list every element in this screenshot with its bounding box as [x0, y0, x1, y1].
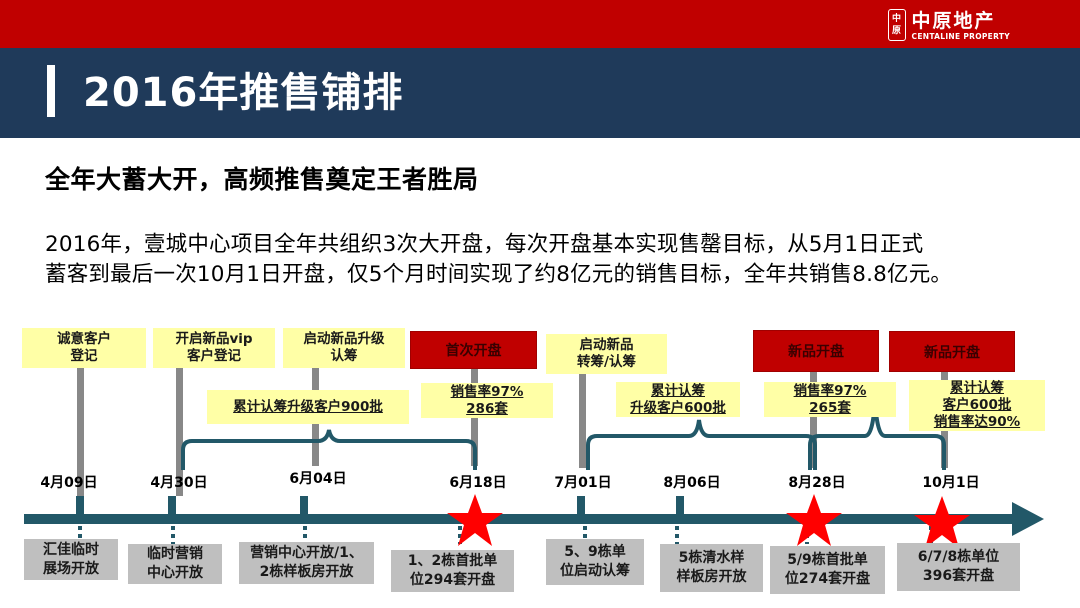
event-bottom-label-apr09: 汇佳临时展场开放 — [24, 539, 118, 580]
date-label: 8月06日 — [663, 475, 721, 491]
event-bottom-label-aug06: 5栋清水样样板房开放 — [660, 544, 763, 592]
axis-tick — [168, 496, 176, 514]
logo-seal-icon: 中 原 — [887, 9, 906, 41]
result-phase1-pledge: 累计认筹升级客户900批 — [207, 390, 409, 424]
event-top-label-jun04: 启动新品升级认筹 — [283, 328, 405, 368]
star-icon — [786, 494, 842, 546]
summary-paragraph: 2016年，壹城中心项目全年共组织3次大开盘，每次开盘基本实现售罄目标，从5月1… — [45, 232, 953, 287]
date-label: 4月09日 — [40, 475, 98, 491]
result-phase2-sales: 销售率97%265套 — [764, 382, 896, 417]
date-label: 4月30日 — [150, 475, 208, 491]
event-bottom-label-jun04: 营销中心开放/1、2栋样板房开放 — [239, 542, 374, 584]
event-bottom-label-aug28: 5/9栋首批单位274套开盘 — [770, 546, 885, 594]
axis-tick — [676, 496, 684, 514]
event-top-label-oct01: 新品开盘 — [889, 331, 1015, 372]
event-top-label-apr09: 诚意客户登记 — [22, 328, 146, 368]
dotted-connector — [303, 526, 307, 544]
star-icon — [447, 494, 503, 546]
dotted-connector — [675, 526, 679, 544]
timeline-axis — [24, 514, 1014, 524]
axis-tick — [577, 496, 585, 514]
centaline-logo: 中 原 中原地产 CENTALINE PROPERTY — [887, 7, 1010, 43]
result-phase3: 累计认筹客户600批销售率达90% — [909, 380, 1045, 431]
title-bar: 2016年推售铺排 — [0, 48, 1080, 138]
logo-chinese-name: 中原地产 — [911, 9, 996, 32]
title-accent-bar — [47, 65, 55, 117]
axis-tick — [300, 496, 308, 514]
event-top-label-jul01: 启动新品转筹/认筹 — [546, 334, 667, 374]
event-bottom-label-jul01: 5、9栋单位启动认筹 — [546, 539, 644, 585]
event-stem — [579, 372, 586, 468]
dotted-connector — [583, 526, 587, 544]
timeline-arrow-icon — [1012, 502, 1044, 536]
axis-tick — [76, 496, 84, 514]
dotted-connector — [78, 526, 82, 544]
star-icon — [914, 496, 970, 548]
dotted-connector — [171, 526, 175, 544]
logo-english-name: CENTALINE PROPERTY — [911, 31, 1010, 41]
event-stem — [77, 368, 84, 496]
top-red-bar: 中 原 中原地产 CENTALINE PROPERTY — [0, 0, 1080, 48]
date-label: 8月28日 — [788, 475, 846, 491]
event-bottom-label-apr30: 临时营销中心开放 — [128, 544, 222, 584]
date-label: 6月04日 — [289, 471, 347, 487]
event-top-label-jun18: 首次开盘 — [410, 331, 537, 369]
event-stem — [176, 368, 183, 496]
result-phase1-sales: 销售率97%286套 — [421, 383, 553, 418]
page-title: 2016年推售铺排 — [83, 70, 404, 116]
date-label: 10月1日 — [922, 475, 980, 491]
date-label: 6月18日 — [449, 475, 507, 491]
event-top-label-aug28: 新品开盘 — [753, 330, 879, 372]
result-phase2-pledge: 累计认筹升级客户600批 — [616, 382, 740, 417]
dotted-connector — [458, 526, 462, 544]
event-bottom-label-jun18: 1、2栋首批单位294套开盘 — [391, 550, 514, 592]
date-label: 7月01日 — [554, 475, 612, 491]
section-subtitle: 全年大蓄大开，高频推售奠定王者胜局 — [45, 165, 479, 194]
